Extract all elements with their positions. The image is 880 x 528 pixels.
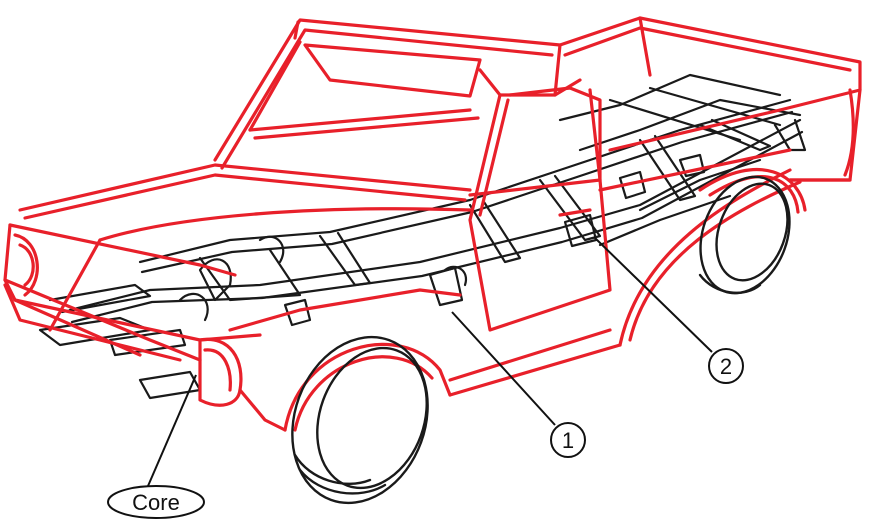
callout-core: Core	[107, 485, 205, 519]
leader-line-1	[451, 311, 556, 426]
callout-1-outline	[550, 422, 586, 458]
callout-2-label: 2	[720, 354, 732, 379]
callout-core-label: Core	[132, 490, 180, 515]
callout-2: 2	[708, 348, 744, 384]
rear-wheel	[698, 175, 791, 295]
leader-line-2	[593, 236, 713, 353]
front-wheel	[291, 335, 429, 505]
callout-1: 1	[550, 422, 586, 458]
truck-body-outline	[3, 16, 862, 432]
callout-1-label: 1	[562, 428, 574, 453]
chassis-frame	[38, 73, 807, 400]
callout-core-outline	[107, 485, 205, 519]
leader-line-core	[147, 374, 197, 487]
callout-2-outline	[708, 348, 744, 384]
